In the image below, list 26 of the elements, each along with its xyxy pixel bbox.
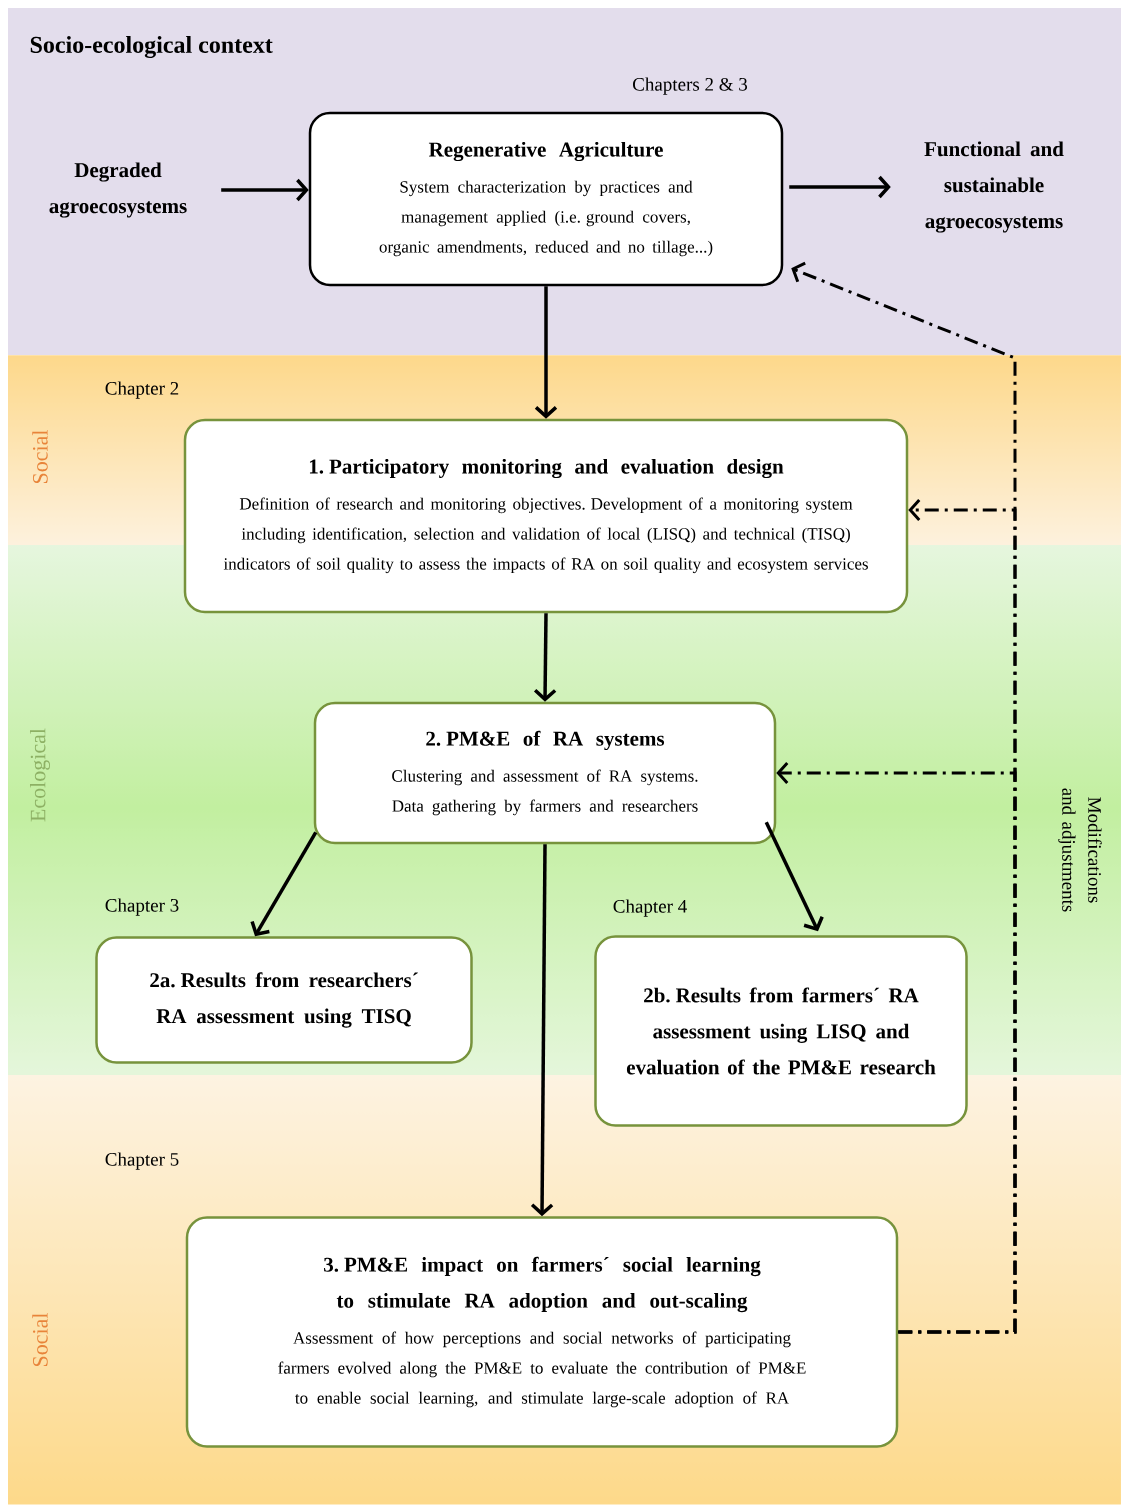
arrow	[221, 178, 309, 202]
feedback-arrow	[776, 762, 1017, 1334]
band-label: Social	[32, 429, 48, 484]
edge-label: Modifications and adjustments	[1058, 788, 1102, 912]
arrow	[764, 821, 824, 932]
chapter-label: Chapter 5	[105, 1152, 179, 1170]
arrow	[789, 175, 891, 199]
band-label: Ecological	[30, 728, 50, 822]
process-box: 1. Participatory monitoring and evaluation design Definition of research and monitoring objectives. Development of a monitoring system including identification, selection and validation of local (LISQ) and technical (TISQ) indicators of soil quality to assess the impacts of RA on soil quality and ecosystem services	[183, 418, 909, 614]
title: Socio-ecological context	[30, 36, 273, 58]
state-label: Functional and sustainable agroecosystems	[924, 141, 1064, 233]
arrow	[534, 286, 558, 419]
chapter-label: Chapter 3	[105, 898, 179, 916]
process-box: 2a. Results from researchers´ RA assessment using TISQ	[95, 936, 473, 1064]
process-box: 3. PM&E impact on farmers´ social learning to stimulate RA adoption and out-scaling Assessment of how perceptions and social networks of participating farmers evolved along the PM&E to evaluate the contribution of PM&E to enable social learning, and stimulate large-scale adoption of RA	[185, 1216, 899, 1448]
state-label: Degraded agroecosystems	[49, 162, 187, 218]
process-box: Regenerative Agriculture System characterization by practices and management applied (i.e. ground covers, organic amendments, reduced and no tillage...)	[308, 111, 784, 287]
process-box: 2. PM&E of RA systems Clustering and assessment of RA systems. Data gathering by farmers and researchers	[313, 701, 777, 845]
arrow	[250, 831, 318, 937]
chapter-label: Chapter 4	[613, 899, 687, 917]
arrow	[533, 613, 557, 702]
chapter-label: Chapters 2 & 3	[633, 77, 748, 95]
process-box: 2b. Results from farmers´ RA assessment using LISQ and evaluation of the PM&E research	[594, 935, 968, 1127]
band-label: Social	[32, 1312, 48, 1367]
arrow	[530, 844, 554, 1217]
chapter-label: Chapter 2	[105, 381, 179, 399]
